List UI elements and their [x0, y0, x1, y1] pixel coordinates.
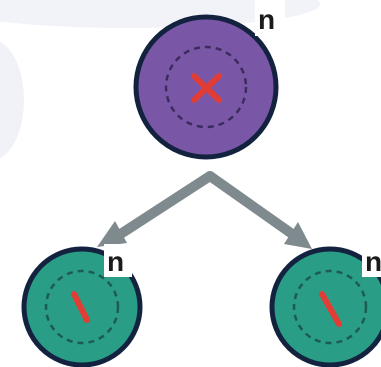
daughter-left-label-backing [104, 244, 132, 277]
parent-label-backing [255, 0, 285, 36]
arrowhead-left [97, 221, 127, 247]
daughter-right-label-backing [362, 244, 381, 277]
arrow-left [111, 171, 215, 242]
daughter-left-chromatid-icon [71, 291, 90, 323]
arrowhead-right [284, 222, 312, 249]
division-arrows [97, 171, 312, 249]
parent-cell-nucleus [164, 45, 248, 129]
background-blob-top [0, 0, 320, 28]
daughter-right-label: n [365, 246, 381, 277]
parent-chromosome-x-icon [191, 73, 222, 103]
daughter-left-nucleus [44, 269, 120, 345]
daughter-right-nucleus [292, 269, 368, 345]
daughter-cell-left: n [21, 244, 143, 367]
arrow-right [205, 171, 300, 241]
background-blob-left [0, 41, 24, 159]
daughter-cell-right: n [269, 244, 381, 367]
parent-cell: n [133, 0, 285, 160]
daughter-right-chromatid-icon [319, 291, 342, 327]
daughter-left-label: n [107, 246, 124, 277]
parent-cell-label: n [258, 4, 275, 35]
